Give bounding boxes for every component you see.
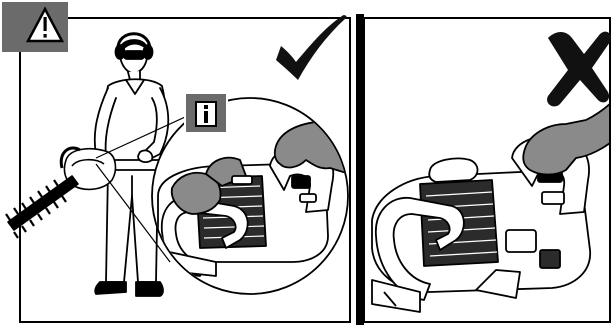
- info-icon: [184, 92, 228, 134]
- hedge-trimmer-detail: [371, 103, 609, 313]
- hedge-trimmer-small: [5, 146, 117, 239]
- warning-icon: [2, 2, 68, 52]
- panel-divider: [356, 14, 364, 325]
- panel-incorrect: [363, 17, 612, 323]
- operator-figure: [89, 32, 170, 297]
- panel-correct: [2, 2, 364, 325]
- checkmark-icon: [276, 15, 347, 81]
- zoom-detail-circle: [151, 97, 349, 295]
- cross-icon: [547, 31, 612, 107]
